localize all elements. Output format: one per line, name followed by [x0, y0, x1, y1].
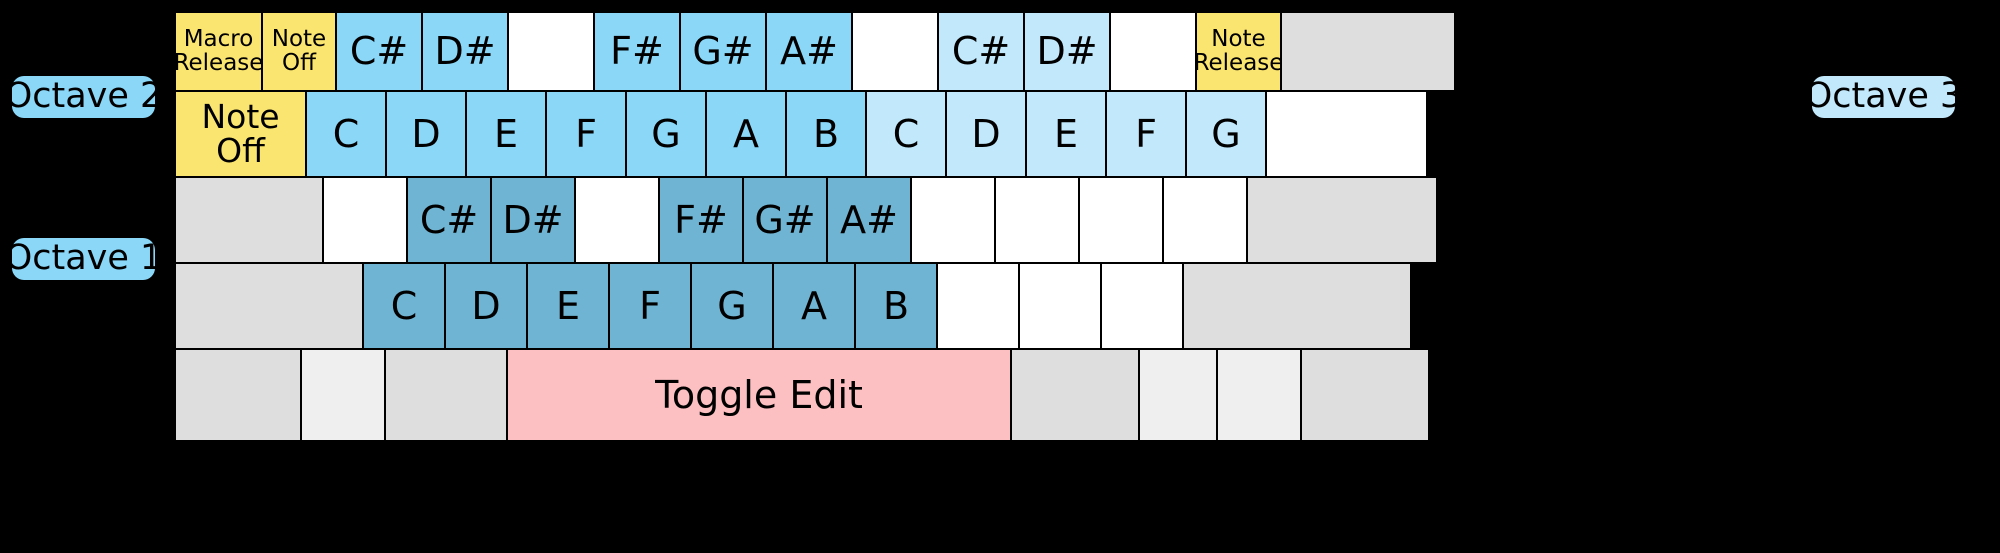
key-qwerty-row-7-b[interactable]: B: [785, 90, 867, 178]
key-zxcv-row-11-blank[interactable]: [1182, 262, 1412, 350]
key-zxcv-row-10-blank[interactable]: [1100, 262, 1184, 350]
key-asdf-row-8-blank[interactable]: [910, 176, 996, 264]
key-asdf-row-1-blank[interactable]: [322, 176, 408, 264]
key-asdf-row-2-csharp[interactable]: C#: [406, 176, 492, 264]
key-number-row-13-blank[interactable]: [1280, 11, 1456, 92]
key-modifier-row-5-blank[interactable]: [1138, 348, 1218, 442]
key-qwerty-row-2-d[interactable]: D: [385, 90, 467, 178]
key-qwerty-row-3-e[interactable]: E: [465, 90, 547, 178]
key-zxcv-row-5-g[interactable]: G: [690, 262, 774, 350]
key-number-row-7-asharp[interactable]: A#: [765, 11, 853, 92]
key-number-row-8-blank[interactable]: [851, 11, 939, 92]
key-modifier-row-4-blank[interactable]: [1010, 348, 1140, 442]
octave-1-label: Octave 1: [5, 238, 162, 280]
key-number-row-10-dsharp[interactable]: D#: [1023, 11, 1111, 92]
keyboard-row-modifier-row: Toggle Edit: [174, 348, 1792, 442]
key-number-row-12-note-release[interactable]: Note Release: [1195, 11, 1282, 92]
key-number-row-6-gsharp[interactable]: G#: [679, 11, 767, 92]
key-modifier-row-3-toggle edit[interactable]: Toggle Edit: [506, 348, 1012, 442]
key-qwerty-row-13-blank[interactable]: [1265, 90, 1428, 178]
key-zxcv-row-0-blank[interactable]: [174, 262, 364, 350]
key-asdf-row-12-blank[interactable]: [1246, 176, 1438, 264]
key-asdf-row-0-blank[interactable]: [174, 176, 324, 264]
key-qwerty-row-4-f[interactable]: F: [545, 90, 627, 178]
key-zxcv-row-4-f[interactable]: F: [608, 262, 692, 350]
key-number-row-11-blank[interactable]: [1109, 11, 1197, 92]
key-asdf-row-5-fsharp[interactable]: F#: [658, 176, 744, 264]
key-qwerty-row-8-c[interactable]: C: [865, 90, 947, 178]
key-number-row-5-fsharp[interactable]: F#: [593, 11, 681, 92]
keyboard-row-asdf-row: C#D# F#G#A#: [174, 176, 1792, 264]
key-qwerty-row-10-e[interactable]: E: [1025, 90, 1107, 178]
key-zxcv-row-6-a[interactable]: A: [772, 262, 856, 350]
key-qwerty-row-5-g[interactable]: G: [625, 90, 707, 178]
key-asdf-row-9-blank[interactable]: [994, 176, 1080, 264]
octave-2-label: Octave 2: [5, 76, 162, 118]
key-number-row-9-csharp[interactable]: C#: [937, 11, 1025, 92]
key-modifier-row-0-blank[interactable]: [174, 348, 302, 442]
key-asdf-row-6-gsharp[interactable]: G#: [742, 176, 828, 264]
key-number-row-0-macro-release[interactable]: Macro Release: [174, 11, 263, 92]
key-qwerty-row-9-d[interactable]: D: [945, 90, 1027, 178]
key-zxcv-row-7-b[interactable]: B: [854, 262, 938, 350]
key-asdf-row-7-asharp[interactable]: A#: [826, 176, 912, 264]
key-qwerty-row-0-note-off[interactable]: Note Off: [174, 90, 307, 178]
key-zxcv-row-2-d[interactable]: D: [444, 262, 528, 350]
key-number-row-3-dsharp[interactable]: D#: [421, 11, 509, 92]
key-asdf-row-4-blank[interactable]: [574, 176, 660, 264]
key-asdf-row-10-blank[interactable]: [1078, 176, 1164, 264]
key-zxcv-row-9-blank[interactable]: [1018, 262, 1102, 350]
key-modifier-row-1-blank[interactable]: [300, 348, 386, 442]
key-zxcv-row-1-c[interactable]: C: [362, 262, 446, 350]
key-number-row-1-note-off[interactable]: Note Off: [261, 11, 337, 92]
key-asdf-row-11-blank[interactable]: [1162, 176, 1248, 264]
key-modifier-row-6-blank[interactable]: [1216, 348, 1302, 442]
key-qwerty-row-12-g[interactable]: G: [1185, 90, 1267, 178]
key-qwerty-row-6-a[interactable]: A: [705, 90, 787, 178]
key-modifier-row-7-blank[interactable]: [1300, 348, 1430, 442]
key-qwerty-row-1-c[interactable]: C: [305, 90, 387, 178]
key-asdf-row-3-dsharp[interactable]: D#: [490, 176, 576, 264]
key-modifier-row-2-blank[interactable]: [384, 348, 508, 442]
key-qwerty-row-11-f[interactable]: F: [1105, 90, 1187, 178]
key-zxcv-row-8-blank[interactable]: [936, 262, 1020, 350]
octave-3-label: Octave 3: [1805, 76, 1962, 118]
key-number-row-4-blank[interactable]: [507, 11, 595, 92]
key-zxcv-row-3-e[interactable]: E: [526, 262, 610, 350]
key-number-row-2-csharp[interactable]: C#: [335, 11, 423, 92]
